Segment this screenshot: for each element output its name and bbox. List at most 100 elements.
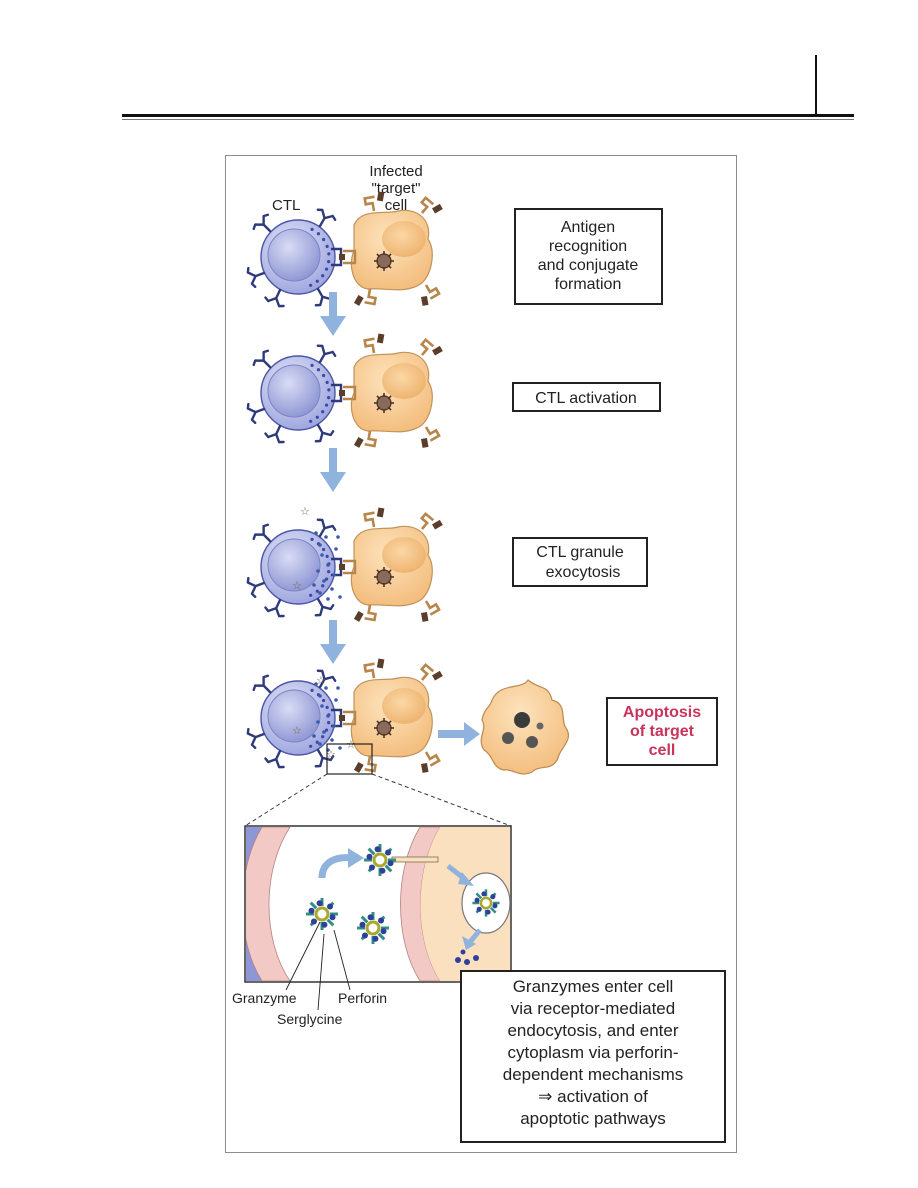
receptor-icon <box>314 423 335 443</box>
granule-dot <box>309 419 313 423</box>
receptor-icon <box>316 344 337 364</box>
granule-dot <box>320 553 324 557</box>
perforin-star-icon: ☆ <box>316 675 326 687</box>
synapse-inset <box>244 825 512 983</box>
mhc-antigen-icon <box>419 511 443 530</box>
granule-dot <box>316 569 320 573</box>
apoptotic-body-icon <box>502 732 514 744</box>
perforin-label: Perforin <box>338 990 387 1006</box>
step-text: CTL activation <box>535 390 637 407</box>
granule-dot <box>325 244 329 248</box>
granule-dot <box>309 593 313 597</box>
ctl-nucleus <box>267 228 321 282</box>
granule-dot <box>321 274 325 278</box>
step-text: Apoptosis <box>623 704 701 721</box>
granule-dot <box>318 742 322 746</box>
virus-icon <box>374 718 394 738</box>
target-nucleus <box>382 221 426 257</box>
virus-icon <box>374 567 394 587</box>
release-arrow-icon <box>468 928 482 944</box>
receptor-icon <box>316 208 337 228</box>
virus-icon <box>374 393 394 413</box>
mhc-antigen-icon <box>419 195 443 214</box>
mhc-antigen-icon <box>363 333 385 354</box>
step-arrow-3 <box>320 620 346 664</box>
granule-dot <box>336 686 340 690</box>
receptor-icon <box>314 287 335 307</box>
receptor-icon <box>316 518 337 538</box>
granule-dot <box>332 573 336 577</box>
granule-dot <box>325 554 329 558</box>
caption-line: cytoplasm via perforin- <box>507 1043 678 1062</box>
granule-dot <box>326 597 330 601</box>
granzyme-dot <box>473 955 479 961</box>
granule-dot <box>327 396 331 400</box>
granule-dot <box>321 373 326 378</box>
granule-dot <box>322 730 326 734</box>
granule-dot <box>322 579 326 583</box>
step-text: cell <box>649 742 676 759</box>
granule-complex-icon <box>306 898 338 930</box>
apoptosis-arrow <box>438 722 480 746</box>
step-arrow-1 <box>320 292 346 336</box>
granule-complex-icon <box>472 889 500 917</box>
mhc-antigen-icon <box>419 662 443 681</box>
caption-box: Granzymes enter cell via receptor-mediat… <box>460 970 726 1143</box>
granule-dot <box>321 584 325 588</box>
step-box-granule-exocytosis: CTL granule exocytosis <box>512 537 648 587</box>
granule-dot <box>324 686 328 690</box>
antigen-peptide-icon <box>339 715 345 721</box>
mhc-antigen-icon <box>363 191 385 212</box>
perforin-star-icon: ☆ <box>292 580 302 592</box>
granule-dot <box>320 704 324 708</box>
mhc-antigen-icon <box>353 288 378 306</box>
step-box-ctl-activation: CTL activation <box>512 382 661 412</box>
granule-dot <box>316 232 321 236</box>
granule-dot <box>310 363 314 367</box>
perforin-star-icon: ☆ <box>326 749 336 761</box>
granule-dot <box>315 589 319 593</box>
mhc-antigen-icon <box>363 658 385 679</box>
caption-line: ⇒ activation of <box>538 1087 648 1106</box>
granule-dot <box>332 724 336 728</box>
mhc-junction-icon <box>343 710 357 726</box>
granule-dot <box>315 415 319 419</box>
granule-dot <box>330 738 334 742</box>
mhc-antigen-icon <box>421 751 441 773</box>
target-nucleus <box>382 537 426 573</box>
granule-dot <box>327 260 331 264</box>
mhc-junction-icon <box>343 385 357 401</box>
step-text: exocytosis <box>546 564 621 581</box>
receptor-icon <box>264 749 285 769</box>
granule-dot <box>310 227 314 231</box>
apoptotic-body-icon <box>526 736 538 748</box>
apoptotic-body-icon <box>536 722 544 730</box>
granule-dot <box>324 403 329 407</box>
step-box-antigen-recognition: Antigen recognition and conjugate format… <box>514 208 663 305</box>
header-rule <box>122 114 854 117</box>
caption-line: apoptotic pathways <box>520 1109 666 1128</box>
antigen-peptide-icon <box>339 564 345 570</box>
granule-dot <box>312 734 316 738</box>
mhc-antigen-icon <box>421 600 441 622</box>
granule-dot <box>326 714 330 718</box>
component-pointers <box>285 921 351 1011</box>
perforin-star-icon: ☆ <box>292 725 302 737</box>
perforin-star-icon: ☆ <box>346 739 356 751</box>
antigen-peptide-icon <box>339 254 345 260</box>
ctl-label: CTL <box>272 197 300 214</box>
granule-dot <box>324 535 328 539</box>
header-rule-thin <box>122 119 854 120</box>
granule-dot <box>316 368 321 372</box>
granule-dot <box>325 705 329 709</box>
caption-line: endocytosis, and enter <box>507 1021 678 1040</box>
receptor-icon <box>316 669 337 689</box>
receptor-icon <box>264 288 285 308</box>
receptor-icon <box>314 597 335 617</box>
step-text: recognition <box>549 238 627 255</box>
mhc-junction-icon <box>343 559 357 575</box>
granule-dot <box>334 547 338 551</box>
apoptotic-body-icon <box>514 712 530 728</box>
step-arrow-2 <box>320 448 346 492</box>
